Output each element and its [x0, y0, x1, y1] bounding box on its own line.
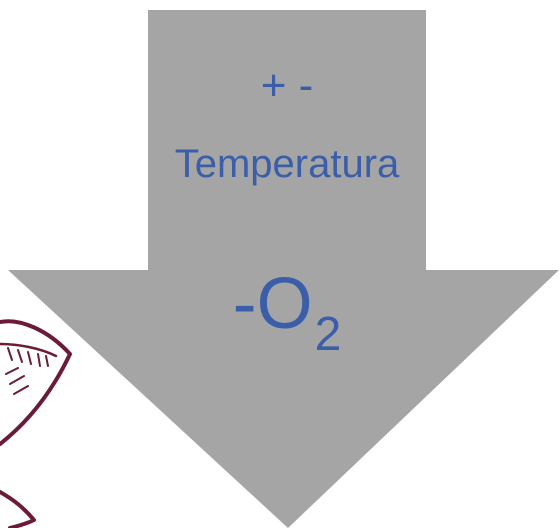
sign-label: + - [260, 61, 314, 110]
down-arrow-shape [8, 10, 559, 528]
leaf-doodle-icon [0, 319, 72, 528]
oxygen-label: -O2 [148, 262, 426, 361]
oxygen-symbol: -O [232, 264, 313, 344]
temperature-label: Temperatura [174, 142, 400, 186]
oxygen-subscript: 2 [314, 308, 342, 361]
